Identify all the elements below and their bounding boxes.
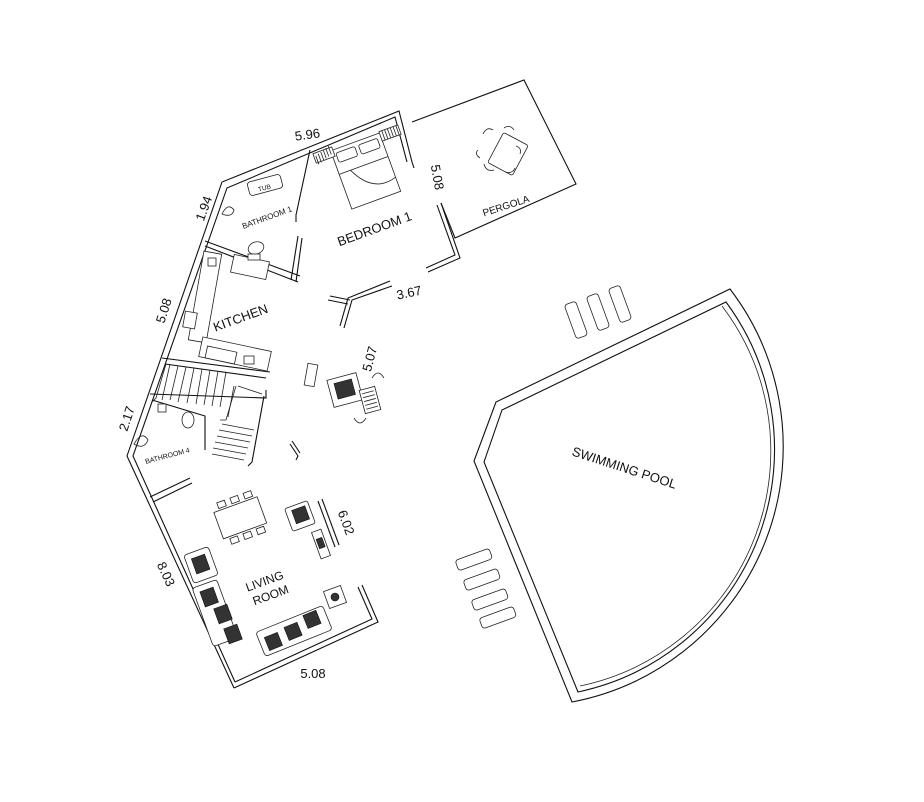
- bathroom4-label: BATHROOM 4: [145, 447, 191, 466]
- sofa-bottom: [256, 605, 332, 657]
- bath4-shower: [157, 403, 167, 413]
- bathroom-1: TUB BATHROOM 1: [221, 174, 294, 255]
- bathroom-4: BATHROOM 4: [133, 403, 195, 466]
- living-room: LIVING ROOM: [184, 490, 348, 657]
- double-bed: [330, 132, 402, 210]
- dim-bottom-width: 5.08: [300, 666, 325, 681]
- dim-living-inner: 6.02: [335, 508, 358, 537]
- bedroom1-label: BEDROOM 1: [335, 208, 413, 249]
- dim-bedroom-inner: 3.67: [395, 283, 423, 303]
- dim-top-width: 5.96: [294, 125, 321, 143]
- dim-center: 5.07: [359, 345, 380, 373]
- bedroom-1: BEDROOM 1: [312, 124, 414, 249]
- center-seating: [303, 362, 385, 424]
- kitchen-counter-left: [187, 250, 223, 344]
- kitchen-label: KITCHEN: [211, 301, 270, 335]
- bathroom1-label: BATHROOM 1: [241, 204, 294, 231]
- dim-living-side: 8.03: [154, 559, 178, 588]
- dim-bath1-side: 1.94: [192, 194, 215, 223]
- bath1-sink: [221, 206, 235, 216]
- dim-kitchen-side: 5.08: [153, 296, 175, 325]
- dining-set: [213, 490, 268, 545]
- stove: [182, 310, 198, 330]
- dim-bath4-side: 2.17: [116, 404, 138, 433]
- bath4-toilet: [181, 411, 195, 429]
- bath4-sink: [133, 435, 149, 447]
- tub-label: TUB: [257, 183, 271, 193]
- pergola-area: PERGOLA: [411, 79, 577, 239]
- staircase: [151, 363, 263, 461]
- kitchen-sink: [207, 257, 217, 267]
- sofa-left: [184, 546, 243, 647]
- swimming-pool: SWIMMING POOL: [473, 288, 784, 703]
- sun-loungers-top: [564, 285, 632, 339]
- pergola-dining-set: [476, 126, 529, 176]
- pool-label: SWIMMING POOL: [570, 444, 678, 492]
- dim-bedroom-side: 5.08: [428, 163, 447, 191]
- interior-walls: [149, 149, 461, 548]
- sun-loungers-left: [455, 548, 517, 629]
- kitchen: KITCHEN: [182, 250, 272, 372]
- nightstand-left: [312, 146, 336, 164]
